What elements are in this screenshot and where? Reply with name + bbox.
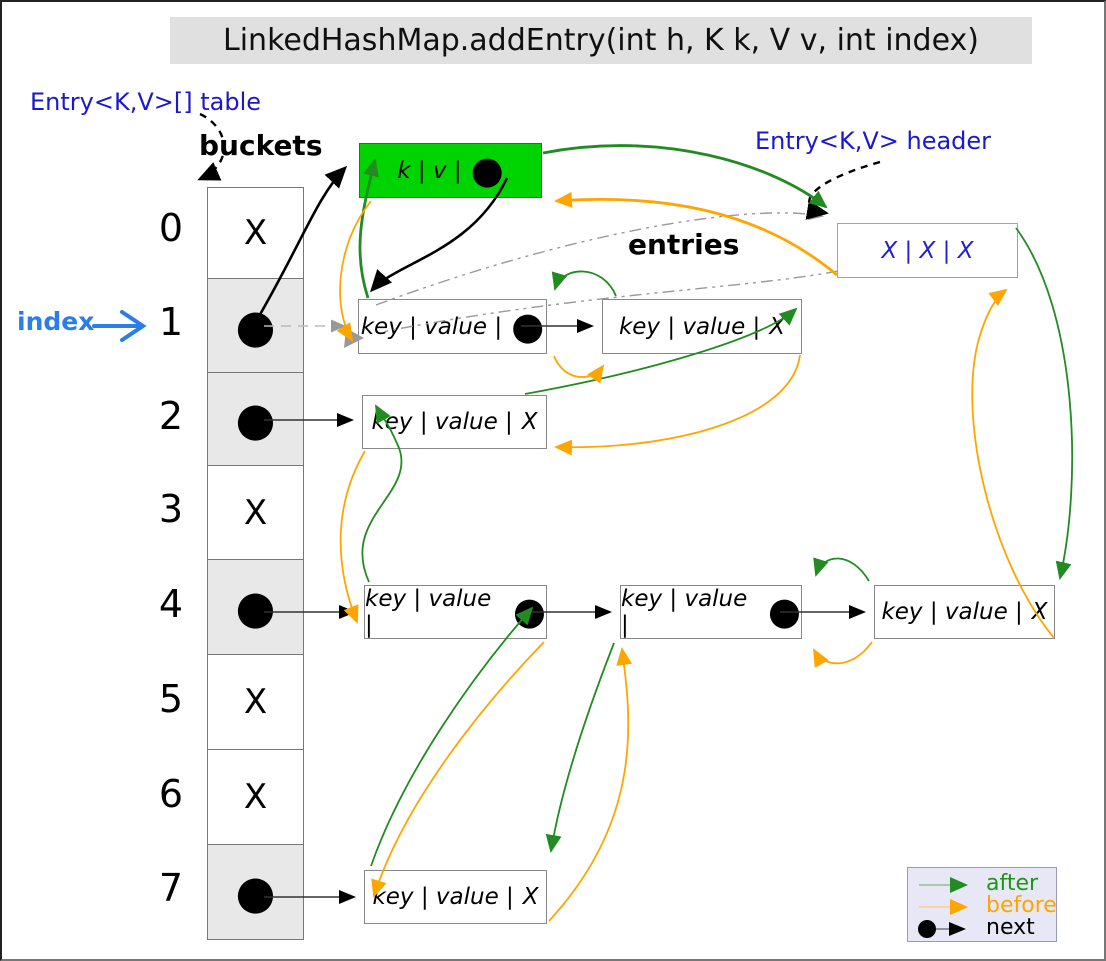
bucket-index-7: 7 bbox=[158, 866, 184, 910]
old-after-curve bbox=[375, 207, 824, 306]
bucket-cell-5: X bbox=[208, 655, 303, 750]
after-arc-b4 bbox=[813, 557, 870, 582]
before-arc-b1 bbox=[553, 355, 605, 384]
bucket-cell-6: X bbox=[208, 750, 303, 845]
bucket-index-2: 2 bbox=[158, 394, 184, 438]
bucket-index-6: 6 bbox=[158, 772, 184, 816]
before-arc-b4e2 bbox=[813, 641, 873, 668]
before-arc-b4 bbox=[813, 607, 847, 650]
before-b7-to-b4e2 bbox=[548, 647, 633, 922]
bucket-cell-0: X bbox=[208, 188, 303, 279]
entry-node-b7e1: key | value | X bbox=[364, 870, 547, 924]
entry-node-b4e2: key | value | ● bbox=[620, 585, 802, 639]
entry-node-b4e1: key | value | ● bbox=[364, 585, 547, 639]
after-b7-to-b4e1 bbox=[370, 606, 534, 867]
bucket-cell-3: X bbox=[208, 466, 303, 560]
index-arrow bbox=[92, 310, 147, 342]
bucket-index-4: 4 bbox=[158, 582, 184, 626]
after-arc-b1 bbox=[551, 270, 617, 297]
index-label: index bbox=[17, 307, 95, 336]
bucket-array: X ● ● X ● X X ● bbox=[207, 187, 304, 940]
bucket-cell-1: ● bbox=[208, 279, 303, 373]
entries-label: entries bbox=[628, 228, 740, 261]
table-ref-label: Entry<K,V>[] table bbox=[30, 88, 261, 116]
after-b4e2-to-b7 bbox=[545, 642, 615, 853]
before-b1e2-to-b2 bbox=[554, 354, 801, 456]
entry-node-b1e2: key | value | X bbox=[602, 299, 802, 354]
buckets-label: buckets bbox=[199, 129, 323, 162]
header-ref-label: Entry<K,V> header bbox=[755, 127, 992, 155]
before-b4e1-to-b7 bbox=[371, 641, 545, 898]
header-label-arrow bbox=[805, 160, 881, 220]
next-arrows bbox=[256, 165, 866, 904]
bucket-index-5: 5 bbox=[158, 677, 184, 721]
bucket-index-3: 3 bbox=[158, 487, 184, 531]
legend-before-label: before bbox=[986, 893, 1057, 918]
bucket-index-1: 1 bbox=[158, 300, 184, 344]
new-entry-node: k | v | ● bbox=[359, 143, 542, 198]
bucket-cell-2: ● bbox=[208, 373, 303, 466]
legend-after-label: after bbox=[986, 871, 1039, 896]
entry-node-b1e1: key | value | ● bbox=[358, 299, 547, 354]
bucket-cell-7: ● bbox=[208, 845, 303, 939]
after-header-to-b4e3 bbox=[1015, 227, 1074, 580]
bucket-index-0: 0 bbox=[158, 206, 184, 250]
entry-node-b4e3: key | value | X bbox=[874, 585, 1055, 639]
legend-next-label: next bbox=[986, 915, 1035, 940]
entry-node-b2e1: key | value | X bbox=[362, 395, 547, 449]
header-node: X | X | X bbox=[837, 223, 1018, 278]
bucket-cell-4: ● bbox=[208, 560, 303, 655]
before-b2-to-b4e1 bbox=[339, 450, 366, 624]
page-title: LinkedHashMap.addEntry(int h, K k, V v, … bbox=[170, 17, 1032, 64]
